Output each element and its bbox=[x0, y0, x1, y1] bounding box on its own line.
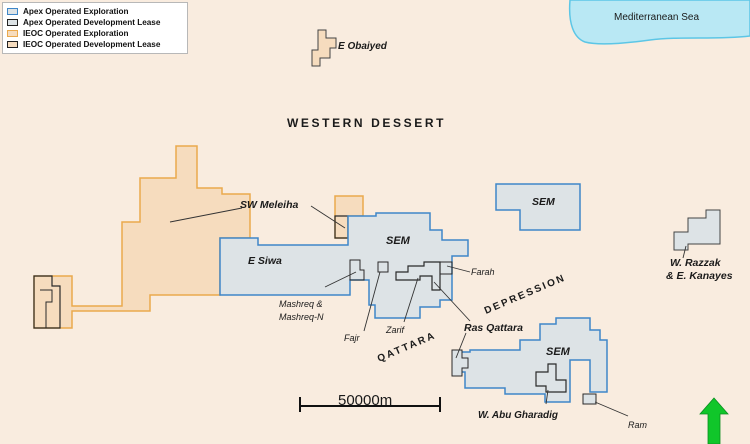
sem-north-label: SEM bbox=[532, 196, 555, 208]
lease-farah bbox=[439, 261, 453, 275]
ieoc-exploration-swatch bbox=[7, 30, 18, 37]
legend-item-apex-lease: Apex Operated Development Lease bbox=[7, 17, 183, 28]
e-siwa-label: E Siwa bbox=[248, 255, 282, 267]
ieoc-lease-west-inner bbox=[40, 289, 53, 328]
w-razzak-label-line1: W. Razzak bbox=[670, 257, 722, 269]
legend-label: IEOC Operated Development Lease bbox=[23, 40, 161, 49]
leader-lines bbox=[169, 205, 687, 417]
w-razzak-block bbox=[673, 209, 721, 251]
w-razzak-label-line2: & E. Kanayes bbox=[666, 270, 733, 282]
ieoc-exploration-block-west bbox=[33, 145, 251, 329]
sea-label: Mediterranean Sea bbox=[614, 12, 699, 23]
farah-label: Farah bbox=[471, 267, 495, 277]
up-arrow-icon bbox=[699, 397, 729, 444]
legend-item-ieoc-lease: IEOC Operated Development Lease bbox=[7, 39, 183, 50]
mashreq-label-line2: Mashreq-N bbox=[279, 312, 324, 322]
lease-ras-qattara bbox=[451, 349, 469, 377]
sem-south-label: SEM bbox=[546, 346, 571, 358]
lease-mashreq bbox=[349, 259, 365, 281]
w-abu-gharadig-label: W. Abu Gharadig bbox=[478, 410, 558, 421]
scale-bar bbox=[299, 397, 441, 412]
apex-lease-swatch bbox=[7, 19, 18, 26]
western-dessert-label: WESTERN DESSERT bbox=[287, 116, 446, 130]
legend-item-apex-exploration: Apex Operated Exploration bbox=[7, 6, 183, 17]
sem-north-block bbox=[495, 183, 581, 231]
sem-main-block bbox=[219, 212, 469, 319]
legend-label: IEOC Operated Exploration bbox=[23, 29, 129, 38]
e-obaiyed-block bbox=[311, 29, 337, 67]
sem-main-label: SEM bbox=[386, 235, 411, 247]
sw-meleiha-label: SW Meleiha bbox=[240, 199, 299, 211]
apex-exploration-swatch bbox=[7, 8, 18, 15]
legend: Apex Operated Exploration Apex Operated … bbox=[2, 2, 188, 54]
fajr-label: Fajr bbox=[344, 333, 361, 343]
legend-item-ieoc-exploration: IEOC Operated Exploration bbox=[7, 28, 183, 39]
mashreq-label-line1: Mashreq & bbox=[279, 299, 323, 309]
sem-south-block bbox=[452, 317, 608, 403]
lease-ram bbox=[582, 393, 597, 405]
scale-label: 50000m bbox=[338, 392, 392, 409]
lease-zarif bbox=[395, 261, 441, 291]
ieoc-lease-west bbox=[33, 275, 61, 329]
ram-label: Ram bbox=[628, 420, 648, 430]
legend-label: Apex Operated Development Lease bbox=[23, 18, 161, 27]
legend-label: Apex Operated Exploration bbox=[23, 7, 129, 16]
depression-label: DEPRESSION bbox=[483, 272, 568, 316]
ieoc-lease-swatch bbox=[7, 41, 18, 48]
lease-w-abu-gharadig bbox=[535, 363, 567, 393]
zarif-label: Zarif bbox=[385, 325, 405, 335]
mediterranean-sea bbox=[568, 0, 750, 45]
ras-qattara-label: Ras Qattara bbox=[464, 322, 523, 334]
lease-fajr bbox=[377, 261, 389, 273]
e-obaiyed-label: E Obaiyed bbox=[338, 41, 388, 52]
qattara-label: QATTARA bbox=[376, 330, 438, 365]
